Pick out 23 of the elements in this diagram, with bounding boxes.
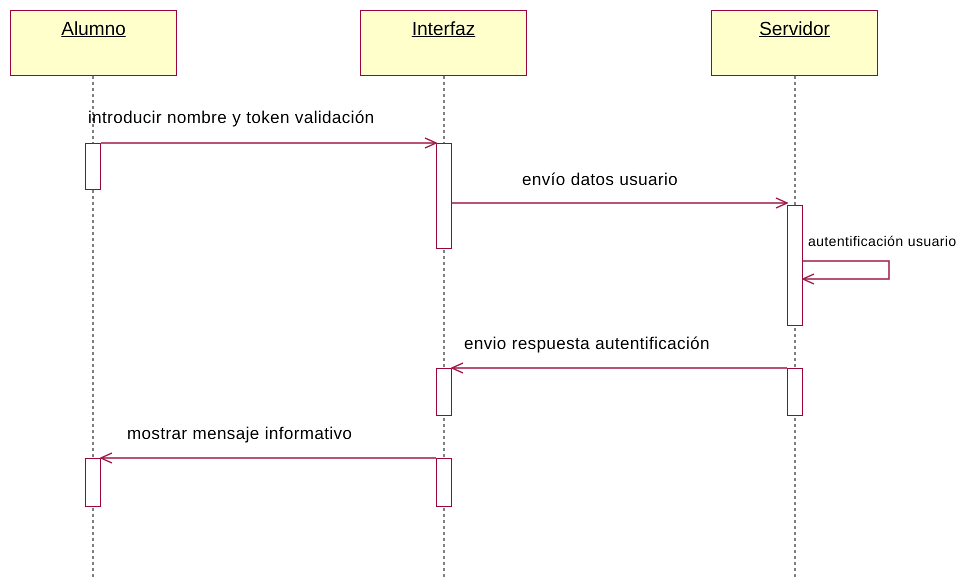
message-label: mostrar mensaje informativo <box>127 424 352 444</box>
self-message-arrow <box>802 260 890 285</box>
message-arrow <box>452 197 788 209</box>
activation-bar <box>85 458 101 507</box>
message-label: envío datos usuario <box>522 170 678 190</box>
activation-bar <box>436 458 452 507</box>
object-box <box>360 10 527 76</box>
object-name: Servidor <box>759 19 830 41</box>
message-arrow <box>101 137 437 149</box>
activation-bar <box>787 205 803 326</box>
activation-bar <box>787 368 803 416</box>
object-box <box>711 10 878 76</box>
message-arrow <box>451 362 787 374</box>
message-label: autentificación usuario <box>808 232 957 251</box>
activation-bar <box>85 143 101 190</box>
activation-bar <box>436 368 452 416</box>
object-name: Interfaz <box>412 19 476 41</box>
object-name: Alumno <box>61 19 126 41</box>
message-label: envio respuesta autentificación <box>464 334 710 354</box>
activation-bar <box>436 143 452 249</box>
message-arrow <box>100 452 436 464</box>
object-box <box>10 10 177 76</box>
message-label: introducir nombre y token validación <box>88 108 375 128</box>
